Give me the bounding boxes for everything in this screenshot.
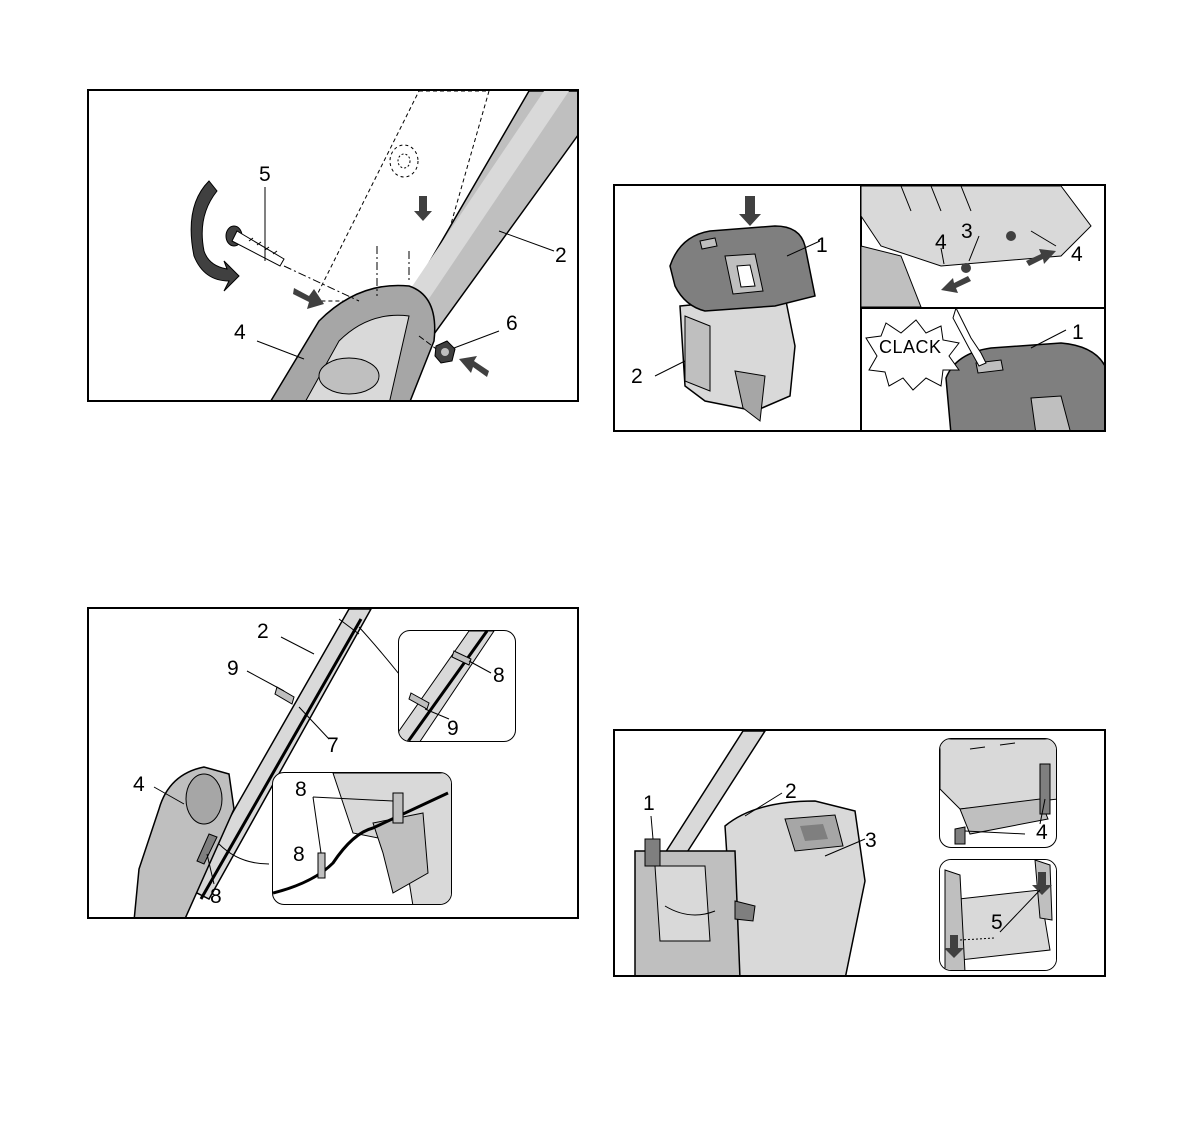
callout-label: 4	[1036, 822, 1048, 844]
callout-label: 1	[643, 793, 655, 815]
figure-handle-bolt: 5 2 4 6	[87, 89, 579, 402]
callout-label: 8	[210, 886, 222, 908]
callout-label: 8	[293, 844, 305, 866]
figure-catcher-lid: 1 2 4 3 4 1 CLACK	[613, 184, 1106, 432]
inset-hooks: 4	[939, 738, 1057, 848]
figure-cable-routing: 8 9 8 2 9 7 4 8 8	[87, 607, 579, 919]
callout-label: 1	[1072, 322, 1084, 344]
catcher-attach-drawing	[615, 731, 935, 977]
callout-label: 2	[631, 366, 643, 388]
clack-text: CLACK	[879, 337, 942, 358]
callout-label: 2	[785, 781, 797, 803]
handle-bolt-drawing	[89, 91, 579, 402]
callout-label: 5	[259, 164, 271, 186]
callout-label: 4	[935, 232, 947, 254]
callout-label: 4	[234, 322, 246, 344]
callout-label: 7	[327, 735, 339, 757]
callout-label: 5	[991, 912, 1003, 934]
callout-label: 1	[816, 235, 828, 257]
inset-bracket-clips: 8	[272, 772, 452, 905]
catcher-click-drawing	[861, 308, 1106, 432]
bolt-icon	[226, 226, 284, 266]
callout-label: 4	[133, 774, 145, 796]
catcher-lid-left-drawing	[615, 186, 860, 432]
callout-label: 4	[1071, 244, 1083, 266]
inset-handle-clips: 8 9	[398, 630, 516, 742]
callout-label: 2	[555, 245, 567, 267]
callout-label: 3	[865, 830, 877, 852]
callout-label: 8	[295, 779, 307, 801]
callout-label: 8	[493, 665, 505, 687]
callout-label: 6	[506, 313, 518, 335]
catcher-hinge-drawing	[861, 186, 1106, 307]
inset-rails: 5	[939, 859, 1057, 971]
callout-label: 9	[227, 658, 239, 680]
callout-label: 2	[257, 621, 269, 643]
nut-icon	[435, 341, 455, 363]
callout-label: 9	[447, 718, 459, 740]
figure-catcher-attach: 4 5 1 2 3	[613, 729, 1106, 977]
callout-label: 3	[961, 221, 973, 243]
